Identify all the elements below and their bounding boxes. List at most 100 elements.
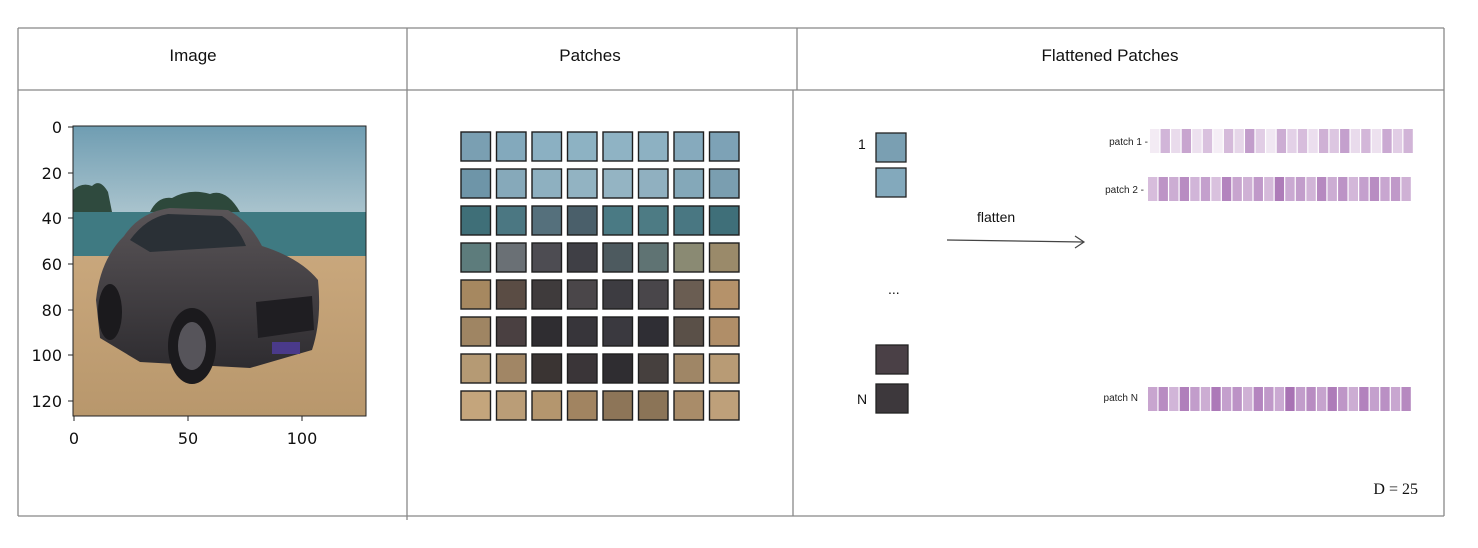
patch-tile [495,168,527,199]
patch-tile [673,205,705,236]
patch-tile [673,131,705,162]
vector-cell [1169,177,1179,201]
vector-cell [1380,387,1390,411]
vector-cell [1338,177,1348,201]
vector-cell [1158,177,1168,201]
patch-tile [531,353,563,384]
vector-cell [1338,387,1348,411]
table-frame [17,27,1445,520]
patch-tile [673,279,705,310]
patch-tile [566,316,598,347]
patch-tile [566,131,598,162]
patch-tile [460,353,492,384]
vector-cell [1274,387,1285,411]
patch-tile [460,242,492,273]
y-tick-label: 80 [42,301,62,320]
patch-tile [708,390,740,421]
patch-tile [708,242,740,273]
vector-cell [1234,129,1244,153]
patch-tile [708,205,740,236]
patch-tile [708,353,740,384]
vector-cell [1308,129,1318,153]
patch-tile [495,316,527,347]
patch-tile [602,205,634,236]
vector-cell [1350,129,1360,153]
patch-tile [531,316,563,347]
y-tick-label: 0 [52,118,62,137]
vector-cell [1190,387,1200,411]
vector-cell [1255,129,1265,153]
vector-cell [1295,177,1306,201]
header-image: Image [169,46,216,65]
vector-cell [1179,387,1190,411]
patch-tile [602,168,634,199]
patch-tile [673,242,705,273]
vector-cell [1382,129,1392,153]
vector-cell [1160,129,1170,153]
patch-tile [637,279,669,310]
patch-tile [495,205,527,236]
patch-tile [602,242,634,273]
vector-cell [1200,177,1211,201]
patch-tile [566,279,598,310]
flatten-label: flatten [977,209,1015,225]
first-patch-label: 1 [858,136,866,152]
patch-tile [602,353,634,384]
patch-grid [460,131,740,421]
vector-cell [1264,387,1274,411]
vector-cell [1390,387,1401,411]
vector-label-patch-1: patch 1 - [1109,137,1148,148]
vector-cell [1223,129,1234,153]
patch-tile [460,279,492,310]
vector-cell [1285,177,1295,201]
patch-tile [531,168,563,199]
vector-cell [1403,129,1413,153]
vector-cell [1327,387,1337,411]
vector-cell [1243,387,1253,411]
vector-cell [1306,387,1316,411]
vector-cell [1232,177,1242,201]
vector-cell [1211,387,1221,411]
vector-cell [1306,177,1316,201]
vector-cell [1359,177,1369,201]
vector-cell [1359,387,1369,411]
patch-tile [495,353,527,384]
vector-cell [1213,129,1223,153]
patch-tile [460,316,492,347]
header-patches: Patches [559,46,620,65]
vector-cell [1171,129,1181,153]
vector-cell [1316,387,1327,411]
vector-cell [1329,129,1339,153]
patch-tile [531,242,563,273]
patch-tile [531,390,563,421]
vector-cell [1348,387,1358,411]
vector-cell [1401,177,1411,201]
vector-cell [1192,129,1202,153]
flat-patch-n-minus-1 [875,344,909,375]
flatten-arrow [946,235,1086,249]
x-tick-label: 50 [178,429,198,448]
vector-cell [1221,177,1232,201]
vector-cell [1401,387,1411,411]
x-tick-label: 0 [69,429,79,448]
dimension-label: D = 25 [1373,481,1418,498]
vector-cell [1276,129,1287,153]
vector-cell [1148,387,1158,411]
patch-tile [460,168,492,199]
y-tick-label: 60 [42,255,62,274]
vector-cell [1200,387,1211,411]
flat-patch-2 [875,167,907,198]
patch-tile [602,316,634,347]
vector-cell [1327,177,1337,201]
patch-tile [637,353,669,384]
patch-tile [602,390,634,421]
patch-tile [495,131,527,162]
vector-cell [1287,129,1297,153]
patch-tile [708,316,740,347]
vector-cell [1266,129,1276,153]
vector-cell [1285,387,1295,411]
patch-tile [531,279,563,310]
vector-cell [1264,177,1274,201]
patch-tile [637,131,669,162]
last-patch-label: N [857,391,867,407]
